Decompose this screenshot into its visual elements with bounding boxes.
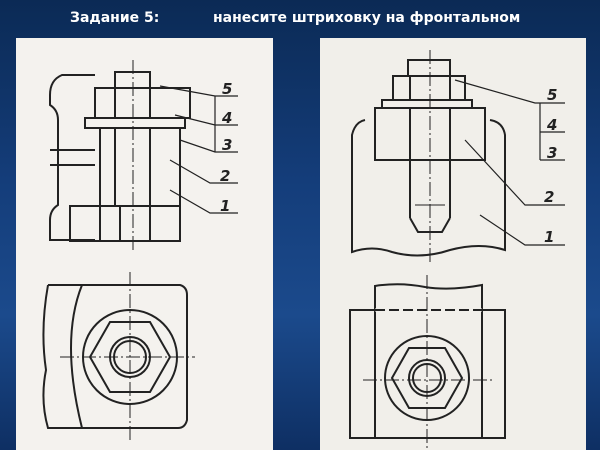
right-drawing-panel [320,38,586,450]
right-label-5: 5 [547,86,557,104]
task-number: Задание 5: [70,10,160,26]
left-drawing-panel [16,38,273,450]
right-label-1: 1 [544,228,554,246]
slide-title: Задание 5: нанесите штриховку на фронтал… [0,10,600,32]
task-instruction: нанесите штриховку на фронтальном [213,10,521,26]
left-front-view [49,60,238,250]
right-front-view [351,50,565,262]
left-label-5: 5 [222,80,232,98]
left-label-3: 3 [222,136,232,154]
left-label-4: 4 [221,109,232,127]
right-label-3: 3 [547,144,557,162]
left-label-1: 1 [220,197,230,215]
right-label-4: 4 [546,116,557,134]
left-top-view [42,272,195,440]
right-top-view [349,275,506,448]
right-label-2: 2 [544,188,554,206]
left-label-2: 2 [220,167,230,185]
